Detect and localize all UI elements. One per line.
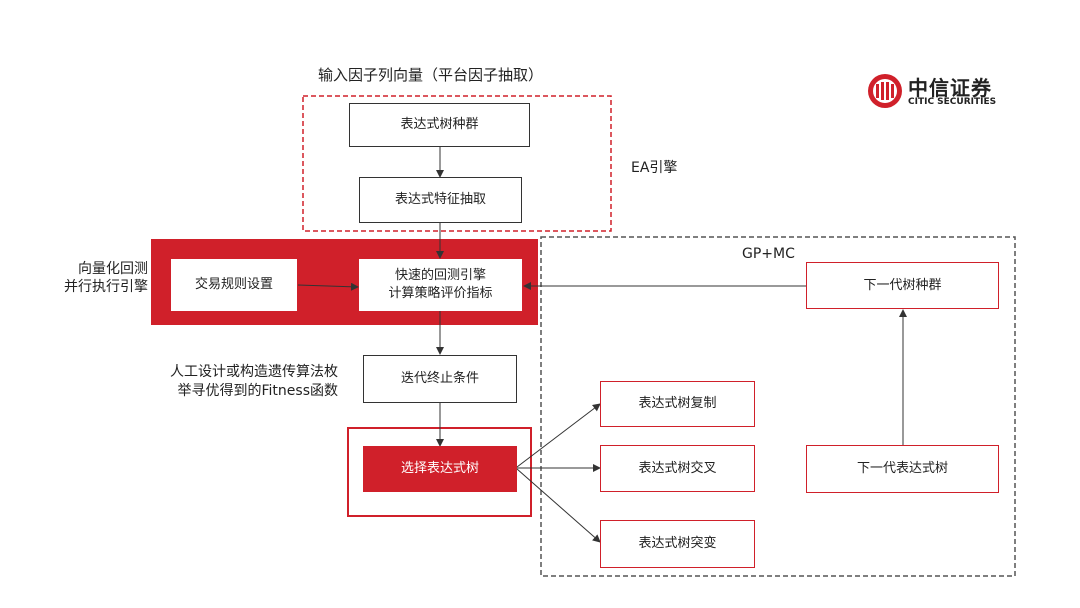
gp-mc-frame [540,236,1016,577]
feature-box: 表达式特征抽取 [359,177,522,223]
mutate-tree-box: 表达式树突变 [600,520,755,568]
vector-label-line1: 向量化回测 [78,261,148,277]
copy-tree-box: 表达式树复制 [600,381,755,427]
arrow-select-copy [516,403,601,468]
next-population-box: 下一代树种群 [806,262,999,309]
logo-cn: 中信证券 [908,76,992,100]
fitness-label: 人工设计或构造遗传算法枚 举寻优得到的Fitness函数 [138,363,338,401]
next-tree-box: 下一代表达式树 [806,445,999,493]
backtest-box: 快速的回测引擎 计算策略评价指标 [359,259,522,311]
vector-backtest-label: 向量化回测 并行执行引擎 [64,260,148,296]
ea-engine-frame [302,95,612,232]
ea-engine-label: EA引擎 [631,160,678,176]
select-tree-box: 选择表达式树 [363,446,517,492]
logo-en: CITIC SECURITIES [908,97,997,107]
fitness-label-line1: 人工设计或构造遗传算法枚 [170,364,338,380]
crossover-tree-box: 表达式树交叉 [600,445,755,492]
citic-emblem-icon [868,74,902,108]
population-box: 表达式树种群 [349,103,530,147]
arrow-select-mutate [516,468,601,543]
fitness-label-line2: 举寻优得到的Fitness函数 [177,383,339,399]
arrow-rules-backtest [297,282,359,291]
gp-mc-label: GP+MC [742,246,795,262]
input-factor-label: 输入因子列向量（平台因子抽取） [318,66,544,84]
citic-logo: 中信证券 CITIC SECURITIES [866,72,1026,112]
stop-condition-box: 迭代终止条件 [363,355,517,403]
trade-rules-box: 交易规则设置 [171,259,297,311]
backtest-line1: 快速的回测引擎 [394,268,486,283]
backtest-line2: 计算策略评价指标 [388,286,493,301]
vector-label-line2: 并行执行引擎 [64,279,148,295]
